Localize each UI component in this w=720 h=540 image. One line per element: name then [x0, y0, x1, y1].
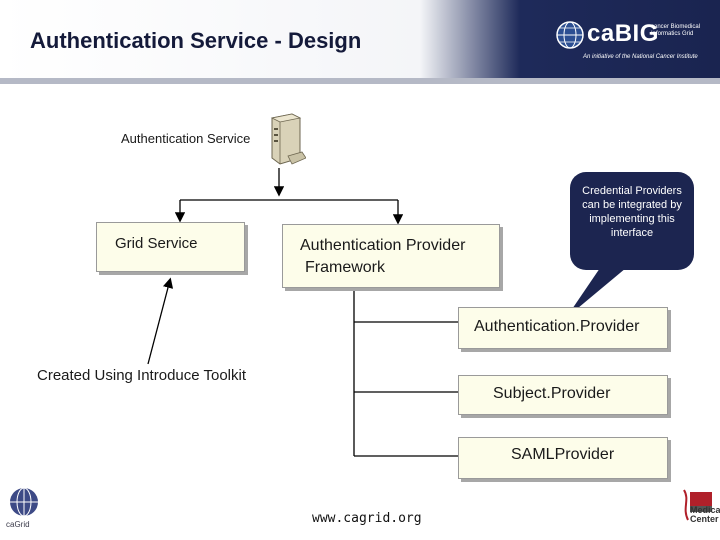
globe-icon	[556, 21, 584, 49]
grid-service-label: Grid Service	[115, 235, 198, 252]
auth-framework-line1: Authentication Provider	[300, 237, 466, 254]
cabig-logo: caBIG cancer Biomedical Informatics Grid…	[555, 18, 715, 70]
callout-bubble: Credential Providers can be integrated b…	[570, 172, 694, 270]
saml-provider-box: SAMLProvider	[458, 437, 668, 479]
medical-center-text: Medical Center	[690, 505, 720, 524]
cagrid-logo-text: caGrid	[6, 520, 30, 529]
logo-subtitle: An initiative of the National Cancer Ins…	[583, 54, 698, 60]
medical-center-logo	[683, 489, 712, 521]
subject-provider-label: Subject.Provider	[493, 385, 611, 402]
introduce-label: Created Using Introduce Toolkit	[37, 367, 247, 384]
saml-provider-label: SAMLProvider	[511, 446, 615, 463]
header-banner	[0, 0, 720, 78]
auth-framework-box: Authentication Provider Framework	[282, 224, 500, 288]
cagrid-globe-icon	[10, 487, 38, 517]
subject-provider-box: Subject.Provider	[458, 375, 668, 415]
auth-service-label: Authentication Service	[121, 131, 251, 146]
callout-text: Credential Providers can be integrated b…	[582, 185, 682, 239]
server-icon	[270, 113, 306, 165]
header-divider	[0, 78, 720, 84]
logo-wordmark: caBIG	[587, 20, 659, 47]
introduce-arrow	[147, 277, 174, 365]
auth-framework-line2: Framework	[305, 259, 386, 276]
auth-provider-box: Authentication.Provider	[458, 307, 668, 349]
footer-url: www.cagrid.org	[312, 511, 422, 526]
grid-service-box: Grid Service	[96, 222, 245, 272]
logo-tagline: cancer Biomedical Informatics Grid	[651, 24, 701, 37]
auth-provider-label: Authentication.Provider	[474, 318, 640, 335]
osu-line2: Center	[690, 514, 719, 524]
callout-tail	[566, 268, 626, 318]
osu-line1: Medical	[690, 505, 720, 515]
page-title: Authentication Service - Design	[30, 28, 362, 53]
